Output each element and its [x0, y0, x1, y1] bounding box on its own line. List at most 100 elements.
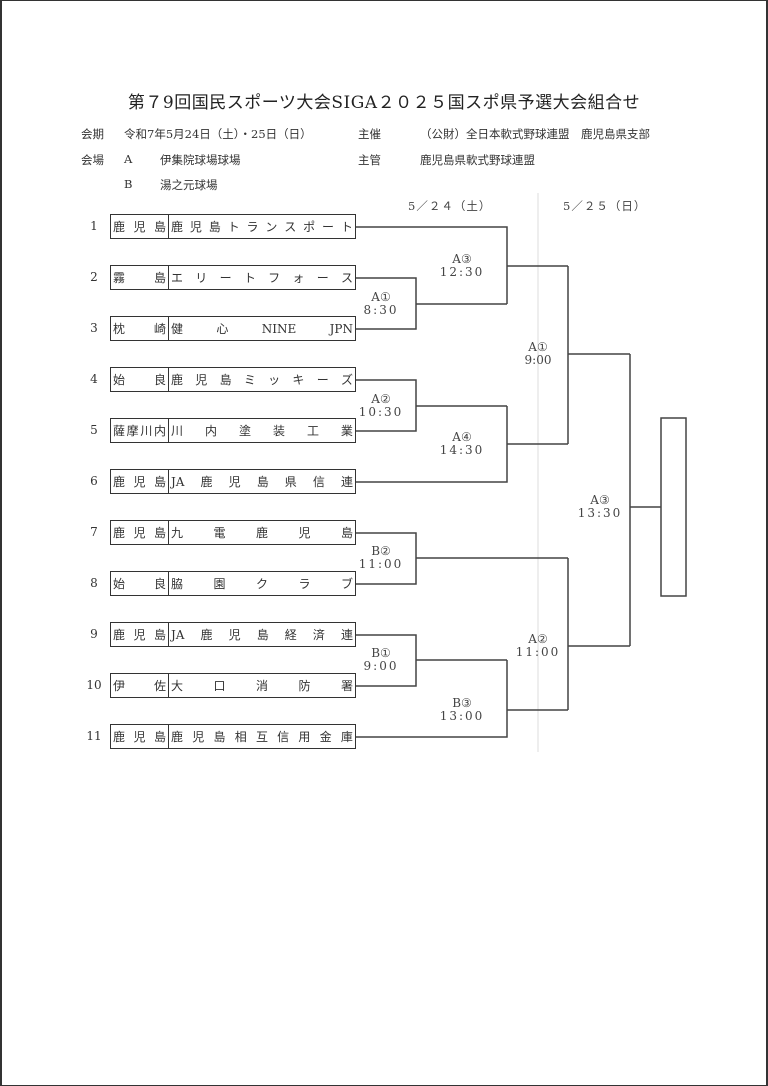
team-name-char: ス	[284, 220, 297, 234]
match-venue: A②	[371, 392, 391, 406]
team-name: 脇園クラブ	[169, 572, 355, 595]
match-time: 9:00	[363, 659, 399, 673]
match-time: 14:30	[439, 443, 485, 457]
match-time: 9:00	[524, 353, 552, 367]
team-name-char: 塗	[238, 424, 251, 438]
team-name-char: 業	[340, 424, 353, 438]
team-name-char: 内	[204, 424, 217, 438]
prefecture-char: 島	[153, 730, 166, 744]
team-row: 伊佐大口消防署	[110, 673, 356, 698]
team-prefecture: 霧島	[111, 266, 169, 289]
team-name-char: 大	[171, 679, 184, 693]
team-name-char: 鹿	[171, 220, 184, 234]
champion-box	[660, 417, 687, 597]
match-time: 11:00	[515, 645, 561, 659]
match-time: 10:30	[358, 405, 404, 419]
team-name-char: 防	[298, 679, 311, 693]
team-row: 鹿児島鹿児島相互信用金庫	[110, 724, 356, 749]
match-sf-a2: A② 11:00	[503, 633, 573, 659]
match-venue: A③	[452, 252, 472, 266]
team-row: 始良鹿児島ミッキーズ	[110, 367, 356, 392]
team-name-char: 島	[208, 220, 221, 234]
team-prefecture: 始良	[111, 572, 169, 595]
team-name-char: ポ	[303, 220, 316, 234]
team-prefecture: 鹿児島	[111, 470, 169, 493]
match-time: 13:00	[439, 709, 485, 723]
prefecture-char: 始	[113, 577, 126, 591]
match-sf-a1: A① 9:00	[503, 341, 573, 367]
bracket-r2-a3	[356, 226, 508, 304]
team-name: エリートフォース	[169, 266, 355, 289]
match-r1-b2: B② 11:00	[346, 545, 416, 571]
team-row: 霧島エリートフォース	[110, 265, 356, 290]
team-name-char: 互	[255, 730, 268, 744]
team-name-char: 鹿	[200, 628, 213, 642]
team-name-char: ー	[322, 220, 335, 234]
team-name-char: 島	[213, 730, 226, 744]
team-name-char: 県	[284, 475, 297, 489]
bracket-r2-b3	[356, 660, 508, 738]
team-row: 鹿児島九電鹿児島	[110, 520, 356, 545]
prefecture-char: 児	[133, 526, 146, 540]
match-venue: A③	[590, 493, 610, 507]
team-name-char: ク	[255, 577, 268, 591]
team-name-char: JA	[171, 627, 185, 642]
team-name-char: 電	[213, 526, 226, 540]
team-name-char: エ	[171, 271, 184, 285]
team-name-char: 島	[219, 373, 232, 387]
host-value: （公財）全日本軟式野球連盟 鹿児島県支部	[420, 127, 650, 141]
team-name-char: ズ	[340, 373, 353, 387]
team-seed: 10	[86, 678, 102, 692]
match-final-a3: A③ 13:30	[565, 494, 635, 520]
team-prefecture: 鹿児島	[111, 725, 169, 748]
team-name: 鹿児島相互信用金庫	[169, 725, 355, 748]
team-row: 始良脇園クラブ	[110, 571, 356, 596]
match-venue: B①	[371, 646, 391, 660]
team-seed: 11	[86, 729, 102, 743]
match-time: 8:30	[363, 303, 399, 317]
match-r1-a2: A② 10:30	[346, 393, 416, 419]
host-label: 主催	[358, 127, 381, 141]
team-name-char: 口	[213, 679, 226, 693]
venue-b-name: 湯之元球場	[160, 178, 218, 192]
team-prefecture: 枕崎	[111, 317, 169, 340]
team-name-char: ラ	[246, 220, 259, 234]
period-value: 令和7年5月24日（土）・25日（日）	[124, 127, 312, 141]
team-name-char: 鹿	[171, 373, 184, 387]
prefecture-char: 川	[140, 424, 153, 438]
prefecture-char: 伊	[113, 679, 126, 693]
team-seed: 1	[90, 219, 98, 233]
prefecture-char: 内	[153, 424, 166, 438]
team-name: 鹿児島ミッキーズ	[169, 368, 355, 391]
team-name-char: 経	[284, 628, 297, 642]
team-name-char: 児	[195, 373, 208, 387]
match-time: 13:30	[577, 506, 623, 520]
bracket-r2-a4	[356, 406, 508, 483]
prefecture-char: 鹿	[113, 730, 126, 744]
team-name-char: 署	[340, 679, 353, 693]
prefecture-char: 島	[153, 220, 166, 234]
venue-a-code: A	[124, 152, 133, 166]
team-prefecture: 伊佐	[111, 674, 169, 697]
team-name-char: 連	[340, 475, 353, 489]
match-r2-a3: A③ 12:30	[427, 253, 497, 279]
venue-b-code: B	[124, 177, 133, 191]
team-seed: 7	[90, 525, 98, 539]
team-name-char: 相	[234, 730, 247, 744]
match-time: 12:30	[439, 265, 485, 279]
team-name-char: 島	[340, 526, 353, 540]
team-name-char: 島	[256, 628, 269, 642]
prefecture-char: 佐	[153, 679, 166, 693]
team-name-char: ッ	[268, 373, 281, 387]
team-name-char: 児	[228, 628, 241, 642]
prefecture-char: 崎	[153, 322, 166, 336]
team-seed: 3	[90, 321, 98, 335]
team-row: 鹿児島鹿児島トランスポート	[110, 214, 356, 239]
team-name-char: ト	[243, 271, 256, 285]
prefecture-char: 児	[133, 628, 146, 642]
team-name-char: 信	[312, 475, 325, 489]
venue-label: 会場	[81, 153, 104, 167]
